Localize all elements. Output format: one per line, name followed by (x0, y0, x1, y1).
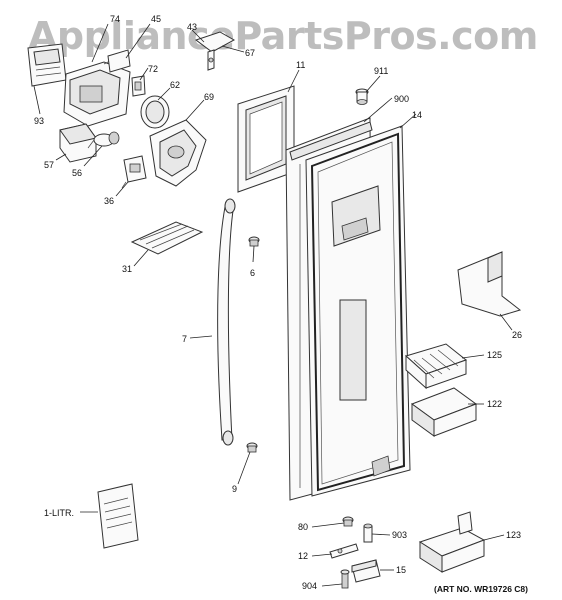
callout-12: 12 (298, 551, 308, 561)
callout-15: 15 (396, 565, 406, 575)
callout-72: 72 (148, 64, 158, 74)
callout-80: 80 (298, 522, 308, 532)
callout-904: 904 (302, 581, 317, 591)
callout-11: 11 (296, 60, 305, 70)
part-122-bin (410, 387, 478, 437)
callout-125: 125 (487, 350, 502, 360)
part-9-screw (246, 442, 258, 453)
part-6-screw (248, 236, 260, 247)
part-69-chute (149, 119, 207, 187)
part-57-solenoid (59, 123, 97, 163)
part-56-spring (87, 131, 120, 149)
callout-62: 62 (170, 80, 180, 90)
part-11-frame (237, 85, 295, 193)
callout-67: 67 (245, 48, 255, 58)
part-72-bracket (131, 75, 146, 97)
callout-123: 123 (506, 530, 521, 540)
callout-74: 74 (110, 14, 120, 24)
callout-911: 911 (374, 66, 388, 76)
part-7-handle (217, 198, 236, 446)
watermark: AppliancePartsPros.com (28, 14, 538, 58)
callout-36: 36 (104, 196, 114, 206)
callout-6: 6 (250, 268, 255, 278)
part-74-motor-assembly (63, 49, 131, 127)
callout-69: 69 (204, 92, 214, 102)
part-12-hinge (329, 543, 359, 559)
callout-26: 26 (512, 330, 522, 340)
part-15-bracket (351, 559, 381, 583)
part-93-housing (27, 43, 67, 87)
part-911-plug (355, 88, 369, 105)
part-123-bin (418, 511, 486, 573)
callout-1-litr: 1-LITR. (44, 508, 74, 518)
part-1-litr-booklet (97, 483, 139, 549)
part-14-door-liner (305, 125, 411, 497)
callout-93: 93 (34, 116, 44, 126)
part-903-pin (363, 523, 373, 543)
part-80-screw (342, 516, 354, 527)
part-36-switch (121, 155, 147, 189)
part-31-shelf (130, 221, 204, 255)
part-125-basket (405, 343, 468, 390)
callout-900: 900 (394, 94, 409, 104)
part-904-screw (340, 569, 350, 589)
callout-43: 43 (187, 22, 197, 32)
part-62-ring (140, 95, 170, 129)
callout-7: 7 (182, 334, 187, 344)
leader-lines (33, 23, 513, 587)
art-number: (ART NO. WR19726 C8) (434, 584, 528, 594)
callout-14: 14 (412, 110, 422, 120)
callout-31: 31 (122, 264, 132, 274)
part-43-67-clip (194, 31, 236, 71)
part-26-cover (457, 251, 522, 317)
callout-57: 57 (44, 160, 54, 170)
callout-903: 903 (392, 530, 407, 540)
callout-labels: 74 45 43 67 72 62 69 93 57 56 36 11 911 … (34, 14, 528, 594)
callout-56: 56 (72, 168, 82, 178)
callout-9: 9 (232, 484, 237, 494)
callout-45: 45 (151, 14, 161, 24)
callout-122: 122 (487, 399, 502, 409)
